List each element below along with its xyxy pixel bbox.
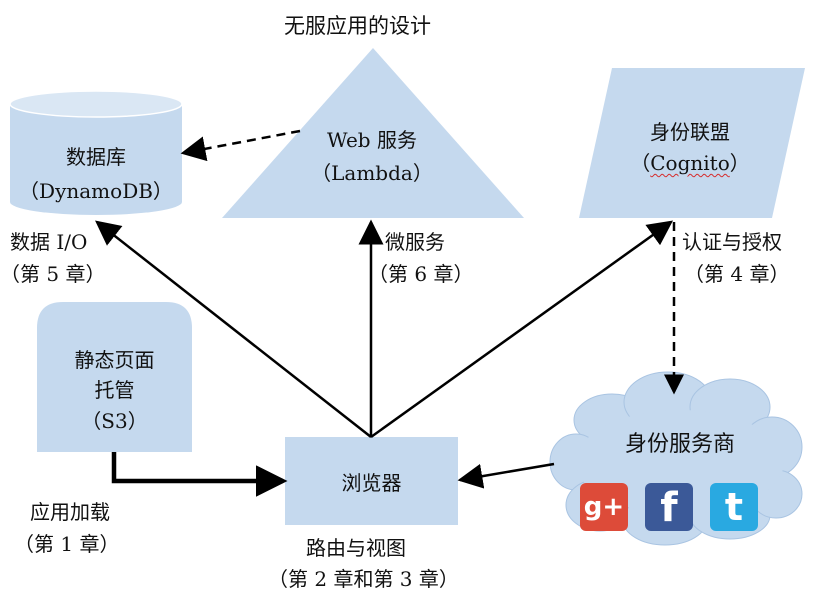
browser-to-database-arrow — [95, 220, 372, 438]
cognito-word: Cognito — [650, 151, 730, 175]
routing-view-label: 路由与视图 — [306, 536, 406, 560]
web-service-triangle — [222, 48, 524, 218]
web-service-label: Web 服务 — [327, 128, 417, 152]
microservice-chapter: （第 6 章） — [368, 262, 474, 286]
static-hosting-label-2: 托管 — [94, 378, 135, 402]
google-plus-icon: g+ — [580, 483, 628, 531]
facebook-icon: f — [645, 483, 693, 531]
auth-label: 认证与授权 — [682, 230, 782, 254]
twitter-icon: t — [710, 483, 758, 531]
diagram-title: 无服应用的设计 — [284, 14, 431, 38]
app-loading-chapter: （第 1 章） — [14, 532, 120, 556]
browser-label: 浏览器 — [341, 471, 402, 495]
auth-chapter: （第 4 章） — [684, 262, 790, 286]
identity-federation-sublabel: （Cognito） — [630, 151, 750, 175]
browser-box — [285, 437, 458, 525]
data-io-chapter: （第 5 章） — [0, 262, 106, 286]
browser-to-identity-federation-arrow — [370, 220, 674, 439]
static-hosting-sublabel: （S3） — [81, 409, 148, 433]
microservice-label: 微服务 — [385, 230, 445, 254]
data-io-label: 数据 I/O — [10, 230, 88, 254]
database-sublabel: （DynamoDB） — [19, 179, 173, 203]
web-to-database-dashed-arrow — [180, 129, 301, 162]
database-label: 数据库 — [66, 145, 126, 169]
s3-to-browser-arrow — [111, 452, 288, 497]
identity-federation-parallelogram — [579, 68, 805, 218]
provider-to-browser-arrow — [457, 462, 555, 489]
identity-provider-label: 身份服务商 — [624, 432, 735, 457]
identity-federation-label: 身份联盟 — [650, 120, 730, 144]
app-loading-label: 应用加载 — [30, 500, 110, 524]
database-cylinder — [9, 90, 183, 215]
static-hosting-box — [37, 302, 192, 452]
routing-view-chapter: （第 2 章和第 3 章） — [268, 567, 459, 591]
web-service-sublabel: （Lambda） — [311, 161, 433, 185]
static-hosting-label-1: 静态页面 — [74, 348, 155, 372]
